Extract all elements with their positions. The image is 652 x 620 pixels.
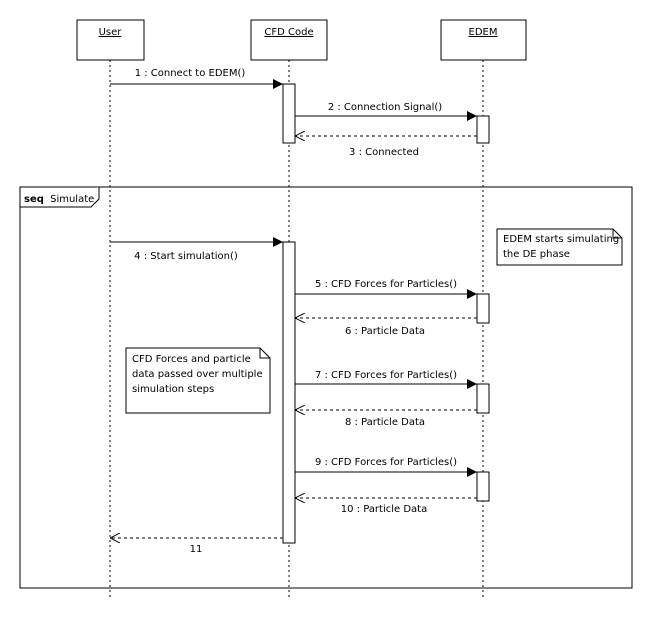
participant-cfd-code[interactable]: CFD Code [250, 19, 328, 61]
message-4-label: 4 : Start simulation() [134, 251, 238, 262]
message-8-label: 8 : Particle Data [345, 417, 425, 428]
note-cfd-forces[interactable]: CFD Forces and particle data passed over… [125, 347, 271, 414]
participant-cfd-code-label: CFD Code [264, 27, 313, 38]
note-cfd-forces-line-2: data passed over multiple [132, 369, 263, 380]
note-cfd-forces-line-3: simulation steps [132, 384, 214, 395]
activation-edem-2 [476, 293, 490, 324]
participant-user-label: User [99, 27, 123, 38]
message-11[interactable]: 11 [110, 538, 283, 555]
participant-edem-label: EDEM [469, 27, 498, 38]
activation-cfd-2 [282, 241, 296, 544]
message-1-label: 1 : Connect to EDEM() [135, 68, 246, 79]
message-2-label: 2 : Connection Signal() [328, 102, 442, 113]
message-3[interactable]: 3 : Connected [295, 136, 477, 158]
note-edem-starts-line-1: EDEM starts simulating [503, 234, 619, 245]
message-9[interactable]: 9 : CFD Forces for Particles() [295, 457, 477, 477]
message-6-label: 6 : Particle Data [345, 326, 425, 337]
message-2[interactable]: 2 : Connection Signal() [295, 102, 477, 121]
message-5[interactable]: 5 : CFD Forces for Particles() [295, 279, 477, 299]
message-3-label: 3 : Connected [349, 147, 419, 158]
message-7[interactable]: 7 : CFD Forces for Particles() [295, 370, 477, 389]
activation-edem-3 [476, 383, 490, 414]
note-edem-starts-line-2: the DE phase [503, 249, 570, 260]
fragment-label: seq Simulate [24, 194, 94, 205]
fragment-seq-simulate[interactable]: seq Simulate [19, 186, 633, 589]
participant-user[interactable]: User [76, 19, 145, 61]
activation-cfd-1 [282, 83, 296, 144]
message-9-label: 9 : CFD Forces for Particles() [315, 457, 457, 468]
message-4[interactable]: 4 : Start simulation() [110, 237, 283, 262]
message-10[interactable]: 10 : Particle Data [295, 498, 477, 515]
fragment-label-tab [20, 187, 100, 208]
message-5-label: 5 : CFD Forces for Particles() [315, 279, 457, 290]
message-7-label: 7 : CFD Forces for Particles() [315, 370, 457, 381]
message-8[interactable]: 8 : Particle Data [295, 410, 477, 428]
participant-edem[interactable]: EDEM [440, 19, 527, 61]
note-edem-starts[interactable]: EDEM starts simulating the DE phase [496, 228, 623, 266]
message-10-label: 10 : Particle Data [341, 504, 427, 515]
activation-edem-1 [476, 115, 490, 144]
message-11-label: 11 [190, 544, 203, 555]
message-1[interactable]: 1 : Connect to EDEM() [110, 68, 283, 89]
activation-edem-4 [476, 471, 490, 502]
note-cfd-forces-line-1: CFD Forces and particle [132, 354, 251, 365]
message-6[interactable]: 6 : Particle Data [295, 318, 477, 337]
